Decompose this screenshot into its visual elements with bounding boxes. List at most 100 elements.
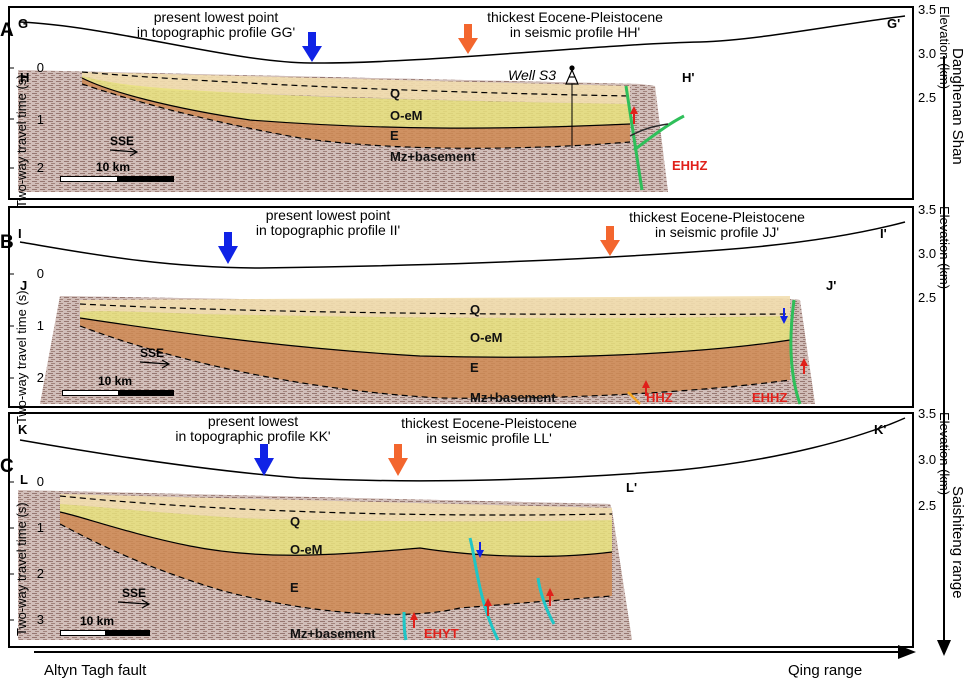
seis-left-label-c: L [20, 472, 28, 487]
time-tick-b-1: 1 [36, 318, 44, 333]
sse-label-c: SSE [122, 586, 147, 600]
elev-tick-b-0: 3.5 [918, 202, 937, 217]
timeline-arrow-icon [937, 56, 951, 656]
topo-right-label-a: G' [887, 16, 901, 31]
panel-c-letter: C [0, 456, 14, 477]
fault-cyan-1 [468, 537, 500, 641]
right-axis-top-label: Danghenan Shan [949, 48, 966, 165]
right-axis-bottom-label: Saishiteng range [949, 486, 966, 599]
seis-left-label-a: H [20, 70, 30, 85]
panel-c-frame [8, 412, 914, 648]
time-tick-a-1: 1 [36, 112, 44, 127]
time-tick-b-0: 0 [36, 266, 44, 281]
scale-label-c: 10 km [80, 614, 115, 628]
down-arrow-icon [302, 32, 322, 62]
fault-cyan-2 [536, 577, 556, 625]
panel-a-letter: A [0, 20, 14, 41]
panel-b-frame [8, 206, 914, 408]
fault-cyan-3 [402, 611, 408, 641]
scale-label-b: 10 km [98, 374, 133, 388]
unit-label-oem-b: O-eM [470, 330, 503, 345]
scale-bar-a [60, 176, 174, 182]
unit-label-q-a: Q [390, 86, 401, 101]
topo-profile-kk [19, 417, 906, 482]
timeline-arrow-icon [34, 645, 916, 659]
seis-right-label-c: L' [626, 480, 638, 495]
seis-right-label-b: J' [826, 278, 837, 293]
unit-label-basement-b: Mz+basement [470, 390, 556, 405]
down-arrow-icon [458, 24, 478, 54]
down-arrow-icon [388, 444, 408, 476]
topo-right-label-c: K' [874, 422, 887, 437]
down-arrow-icon [254, 444, 274, 476]
time-axis-label-c: Two-way travel time (s) [14, 502, 29, 636]
unit-label-e-b: E [470, 360, 479, 375]
time-tick-a-0: 0 [36, 60, 44, 75]
elev-tick-c-2: 2.5 [918, 498, 937, 513]
unit-label-basement-c: Mz+basement [290, 626, 376, 641]
panel-a-frame [8, 6, 914, 200]
time-tick-c-1: 1 [36, 520, 44, 535]
unit-label-q-b: Q [470, 302, 481, 317]
elev-tick-c-1: 3.0 [918, 452, 937, 467]
unit-oem-a [82, 76, 630, 129]
sse-arrow-icon [109, 147, 139, 157]
bottom-axis-right-label: Qing range [788, 662, 863, 679]
elev-axis-label-c: Elevation (km) [937, 412, 952, 496]
elev-tick-a-2: 2.5 [918, 90, 937, 105]
topo-left-label-c: K [18, 422, 28, 437]
time-tick-c-2: 2 [36, 566, 44, 581]
elev-tick-b-2: 2.5 [918, 290, 937, 305]
topo-left-label-a: G [18, 16, 29, 31]
scale-label-a: 10 km [96, 160, 131, 174]
unit-label-e-c: E [290, 580, 299, 595]
sse-arrow-icon [117, 599, 151, 609]
time-tick-c-0: 0 [36, 474, 44, 489]
time-tick-b-2: 2 [36, 370, 44, 385]
fault-label-hhz-b: HHZ [646, 390, 673, 405]
unit-label-basement-a: Mz+basement [390, 149, 476, 164]
seis-left-label-b: J [20, 278, 28, 293]
time-tick-c-3: 3 [36, 612, 44, 627]
elev-tick-a-1: 3.0 [918, 46, 937, 61]
sse-label-a: SSE [110, 134, 135, 148]
elev-tick-c-0: 3.5 [918, 406, 937, 421]
elev-tick-a-0: 3.5 [918, 2, 937, 17]
fault-hhz-b [627, 391, 641, 405]
seis-right-label-a: H' [682, 70, 695, 85]
unit-e-c [60, 512, 612, 615]
scale-bar-c [60, 630, 150, 636]
unit-oem-b [80, 311, 790, 358]
topo-right-label-b: I' [880, 226, 887, 241]
sse-arrow-icon [139, 359, 171, 369]
bottom-axis-left-label: Altyn Tagh fault [44, 662, 147, 679]
topo-left-label-b: I [18, 226, 22, 241]
unit-label-e-a: E [390, 128, 399, 143]
unit-oem-c [60, 504, 612, 557]
fault-ehhz-b [789, 299, 802, 405]
fault-ehhz-a [624, 85, 644, 191]
sse-label-b: SSE [140, 346, 165, 360]
unit-e-a [82, 78, 630, 149]
elev-tick-b-1: 3.0 [918, 246, 937, 261]
scale-bar-b [62, 390, 174, 396]
unit-label-oem-c: O-eM [290, 542, 323, 557]
well-derrick-icon [565, 65, 579, 85]
fault-label-ehyt-c: EHYT [424, 626, 459, 641]
topo-profile-ii [19, 221, 906, 269]
unit-e-b [80, 318, 790, 399]
time-tick-a-2: 2 [36, 160, 44, 175]
fault-label-ehhz-b: EHHZ [752, 390, 788, 405]
topo-profile-gg [19, 15, 906, 64]
fault-label-ehhz-a: EHHZ [672, 158, 708, 173]
well-label: Well S3 [508, 67, 556, 83]
unit-label-q-c: Q [290, 514, 301, 529]
